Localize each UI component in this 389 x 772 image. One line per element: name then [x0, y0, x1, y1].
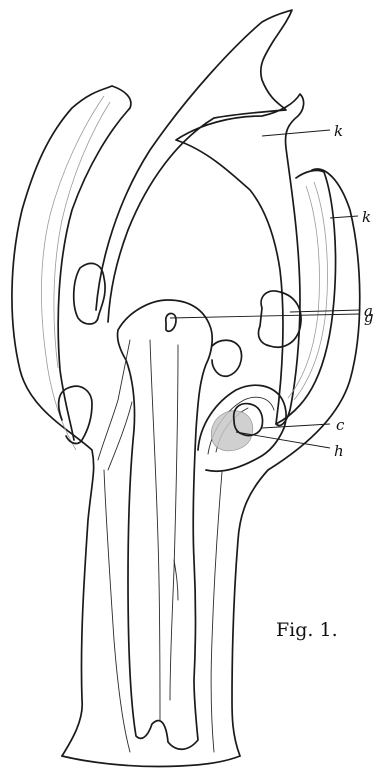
label-k-upper: k [334, 122, 343, 140]
label-g: g [364, 308, 374, 326]
right-bract-inner-2 [288, 186, 320, 398]
label-c: c [336, 416, 345, 434]
inner-horn-leaf [176, 94, 304, 425]
label-h: h [334, 442, 344, 460]
left-stalk-inner-2 [108, 402, 132, 470]
central-column-inner-2 [170, 345, 178, 700]
central-column [117, 300, 212, 749]
right-bract-inner-1 [294, 182, 328, 400]
label-k-right: k [362, 208, 371, 226]
left-stalk-line [104, 470, 130, 752]
left-bract-inner-2 [54, 102, 110, 368]
central-notch [174, 560, 178, 600]
stippled-ovary [211, 411, 253, 451]
right-stalk-inner [211, 472, 222, 752]
leader-k-upper [262, 130, 330, 136]
right-column-bulge [212, 340, 242, 376]
central-column-inner [150, 340, 160, 720]
upper-long-leaf [96, 10, 292, 322]
leader-k-right [330, 216, 358, 218]
left-bract-inner-1 [42, 96, 105, 450]
ovule-pore [166, 313, 176, 331]
leader-c [262, 424, 330, 428]
right-anther [258, 291, 301, 347]
stalk-base [62, 756, 240, 767]
left-anther [74, 263, 105, 324]
figure-caption: Fig. 1. [276, 619, 338, 641]
